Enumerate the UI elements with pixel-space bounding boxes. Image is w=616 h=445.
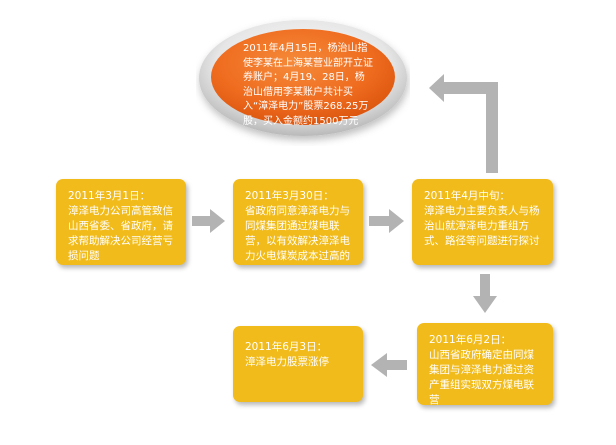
timeline-box-mar-30: 2011年3月30日： 省政府同意漳泽电力与同煤集团通过煤电联营，以有效解决漳泽…	[233, 179, 363, 265]
left-arrow-icon	[371, 353, 407, 377]
box-text: 漳泽电力公司高管致信山西省委、省政府，请求帮助解决公司经营亏损问题	[68, 205, 173, 262]
timeline-box-jun-3: 2011年6月3日： 漳泽电力股票涨停	[233, 326, 363, 402]
box-date: 2011年4月中旬：	[424, 190, 510, 202]
timeline-box-apr-mid: 2011年4月中旬： 漳泽电力主要负责人与杨治山就漳泽电力重组方式、路径等问题进…	[412, 179, 553, 265]
box-date: 2011年3月1日：	[68, 190, 151, 202]
ellipse-graphic	[199, 20, 407, 136]
box-text: 山西省政府确定由同煤集团与漳泽电力通过资产重组实现双方煤电联营	[429, 349, 534, 405]
box-date: 2011年6月2日：	[429, 334, 512, 346]
right-arrow-icon	[369, 209, 404, 233]
box-text: 漳泽电力股票涨停	[245, 356, 329, 368]
elbow-arrow-icon	[429, 74, 498, 173]
box-date: 2011年6月3日：	[245, 341, 328, 353]
down-arrow-icon	[473, 274, 497, 313]
box-text: 漳泽电力主要负责人与杨治山就漳泽电力重组方式、路径等问题进行探讨	[424, 205, 540, 247]
timeline-box-mar-1: 2011年3月1日： 漳泽电力公司高管致信山西省委、省政府，请求帮助解决公司经营…	[56, 179, 186, 265]
event-ellipse	[196, 16, 410, 146]
box-text: 省政府同意漳泽电力与同煤集团通过煤电联营，以有效解决漳泽电力火电煤炭成本过高的经…	[245, 205, 350, 262]
right-arrow-icon	[192, 209, 225, 233]
box-date: 2011年3月30日：	[245, 190, 334, 202]
ellipse-text: 2011年4月15日，杨治山指使李某在上海某营业部开立证券账户；4月19、28日…	[243, 43, 373, 127]
timeline-box-jun-2: 2011年6月2日： 山西省政府确定由同煤集团与漳泽电力通过资产重组实现双方煤电…	[417, 323, 553, 405]
